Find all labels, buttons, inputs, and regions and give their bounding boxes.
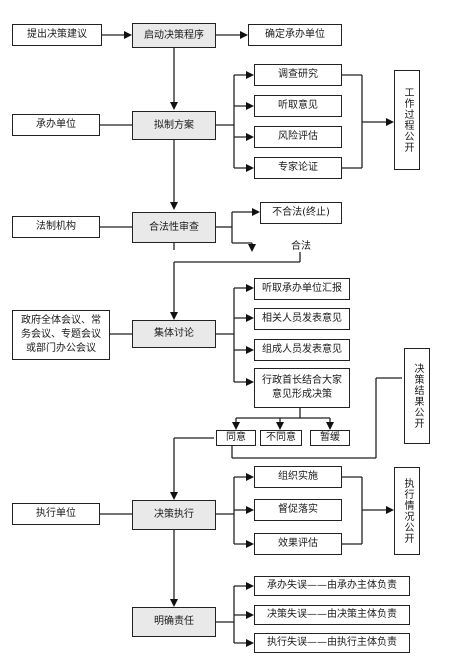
legality-label: 合法性审查 bbox=[149, 221, 199, 233]
expert-label: 专家论证 bbox=[278, 162, 318, 173]
start-label: 启动决策程序 bbox=[144, 29, 204, 41]
legal-label: 合法 bbox=[291, 241, 311, 252]
resp3-label: 执行失误——由执行主体负责 bbox=[267, 637, 397, 648]
result-public-box: 决策结果公开 bbox=[404, 348, 430, 444]
members-box: 组成人员发表意见 bbox=[254, 339, 350, 361]
clarify-label: 明确责任 bbox=[154, 616, 194, 627]
disagree-label: 不同意 bbox=[266, 432, 296, 443]
survey-label: 调查研究 bbox=[278, 69, 318, 80]
resp1-label: 承办失误——由承办主体负责 bbox=[267, 580, 397, 591]
meetings-label: 政府全体会议、常务会议、专题会议或部门办公会议 bbox=[21, 315, 101, 354]
resp3-box: 执行失误——由执行主体负责 bbox=[254, 633, 410, 653]
supervise-label: 督促落实 bbox=[278, 504, 318, 515]
exec-public-box: 执行情况公开 bbox=[394, 467, 420, 555]
resp1-box: 承办失误——由承办主体负责 bbox=[254, 576, 410, 596]
postpone-label: 暂缓 bbox=[320, 432, 340, 443]
collective-box: 集体讨论 bbox=[132, 320, 216, 348]
result-public-label: 决策结果公开 bbox=[412, 363, 423, 429]
work-public-box: 工作过程公开 bbox=[394, 70, 420, 170]
undertaker-box: 承办单位 bbox=[12, 114, 100, 136]
illegal-box: 不合法(终止) bbox=[260, 202, 342, 224]
survey-box: 调查研究 bbox=[254, 64, 342, 86]
clarify-box: 明确责任 bbox=[132, 607, 216, 637]
organize-label: 组织实施 bbox=[278, 471, 318, 482]
report-box: 听取承办单位汇报 bbox=[254, 278, 350, 300]
undertaker-label: 承办单位 bbox=[36, 119, 76, 130]
agree-box: 同意 bbox=[216, 430, 256, 446]
draft-box: 拟制方案 bbox=[132, 111, 216, 140]
resp2-label: 决策失误——由决策主体负责 bbox=[267, 609, 397, 620]
postpone-box: 暂缓 bbox=[310, 430, 350, 446]
head-label: 行政首长结合大家意见形成决策 bbox=[262, 375, 342, 400]
risk-box: 风险评估 bbox=[254, 126, 342, 148]
listen-label: 听取意见 bbox=[278, 100, 318, 111]
propose-box: 提出决策建议 bbox=[12, 24, 102, 46]
collective-label: 集体讨论 bbox=[154, 328, 194, 339]
meetings-box: 政府全体会议、常务会议、专题会议或部门办公会议 bbox=[12, 310, 110, 360]
determine-unit-label: 确定承办单位 bbox=[265, 29, 325, 40]
risk-label: 风险评估 bbox=[278, 131, 318, 142]
head-box: 行政首长结合大家意见形成决策 bbox=[254, 368, 350, 408]
supervise-box: 督促落实 bbox=[254, 499, 342, 521]
related-label: 相关人员发表意见 bbox=[262, 313, 342, 324]
related-box: 相关人员发表意见 bbox=[254, 308, 350, 330]
determine-unit-box: 确定承办单位 bbox=[248, 24, 342, 46]
exec-unit-label: 执行单位 bbox=[36, 508, 76, 519]
report-label: 听取承办单位汇报 bbox=[262, 283, 342, 294]
listen-box: 听取意见 bbox=[254, 95, 342, 117]
propose-label: 提出决策建议 bbox=[27, 29, 87, 40]
exec-unit-box: 执行单位 bbox=[12, 503, 100, 525]
draft-label: 拟制方案 bbox=[154, 119, 194, 131]
illegal-label: 不合法(终止) bbox=[272, 207, 330, 218]
work-public-label: 工作过程公开 bbox=[402, 87, 413, 153]
legal-org-label: 法制机构 bbox=[36, 221, 76, 232]
members-label: 组成人员发表意见 bbox=[262, 344, 342, 355]
execute-label: 决策执行 bbox=[154, 509, 194, 520]
legality-box: 合法性审查 bbox=[132, 212, 216, 243]
legal-org-box: 法制机构 bbox=[12, 216, 100, 238]
disagree-box: 不同意 bbox=[260, 430, 302, 446]
execute-box: 决策执行 bbox=[132, 500, 216, 530]
resp2-box: 决策失误——由决策主体负责 bbox=[254, 605, 410, 625]
legal-text: 合法 bbox=[284, 240, 318, 254]
organize-box: 组织实施 bbox=[254, 466, 342, 488]
expert-box: 专家论证 bbox=[254, 157, 342, 179]
agree-label: 同意 bbox=[226, 432, 246, 443]
start-box: 启动决策程序 bbox=[132, 23, 216, 48]
evaluate-label: 效果评估 bbox=[278, 538, 318, 549]
evaluate-box: 效果评估 bbox=[254, 533, 342, 555]
exec-public-label: 执行情况公开 bbox=[402, 478, 413, 544]
